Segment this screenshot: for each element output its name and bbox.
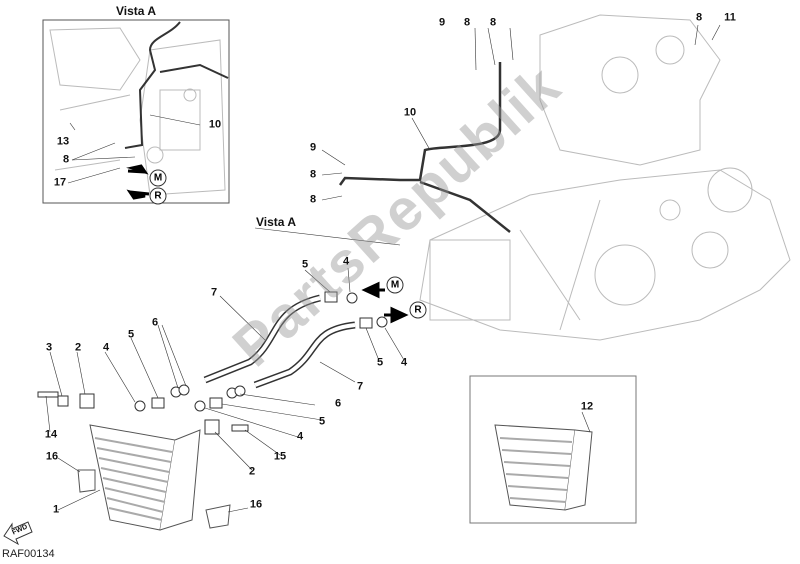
callout-4-right: 4 xyxy=(296,430,304,443)
callout-10-inset: 10 xyxy=(208,118,222,131)
inset-mark-r: R xyxy=(149,187,167,205)
callout-5: 5 xyxy=(127,328,135,341)
diagram-code: RAF00134 xyxy=(2,548,55,560)
oil-pipe-branch xyxy=(419,180,511,233)
callout-9: 9 xyxy=(309,141,317,154)
inset-mark-m: M xyxy=(149,169,167,187)
leader-lines xyxy=(45,24,721,513)
inset-pipe xyxy=(124,21,229,149)
fwd-arrow-icon xyxy=(3,521,33,546)
inset-leaders xyxy=(67,114,201,184)
callout-16-left: 16 xyxy=(45,450,59,463)
callout-8-top-b: 8 xyxy=(489,16,497,29)
callout-13: 13 xyxy=(56,135,70,148)
mark-r: R xyxy=(409,301,427,319)
callout-17: 17 xyxy=(53,176,67,189)
callout-10: 10 xyxy=(403,106,417,119)
inset-arrow-m-icon xyxy=(126,164,149,175)
callout-14: 14 xyxy=(44,428,58,441)
lower-hose-inner xyxy=(254,323,356,387)
callout-5-right: 5 xyxy=(318,415,326,428)
alt-cooler-fins xyxy=(499,437,573,503)
rubber-grommet-left xyxy=(77,469,96,493)
callout-4-upper: 4 xyxy=(342,255,350,268)
callout-2: 2 xyxy=(74,341,82,354)
callout-7-lower: 7 xyxy=(356,380,364,393)
arrow-m-icon xyxy=(361,281,385,299)
callout-5-upper: 5 xyxy=(301,258,309,271)
callout-15: 15 xyxy=(273,450,287,463)
callout-8-top-a: 8 xyxy=(463,16,471,29)
inset-view-frame xyxy=(42,19,230,204)
callout-16-right: 16 xyxy=(249,498,263,511)
mark-m: M xyxy=(386,276,404,294)
callout-6-right: 6 xyxy=(334,397,342,410)
oil-pipe xyxy=(338,62,502,186)
callout-3: 3 xyxy=(45,341,53,354)
callout-8-b: 8 xyxy=(309,193,317,206)
callout-11: 11 xyxy=(724,11,736,24)
upper-hose-inner xyxy=(204,296,321,382)
inset-title: Vista A xyxy=(115,4,157,18)
arrow-r-icon xyxy=(384,306,409,324)
callout-8-top-c: 8 xyxy=(695,11,703,24)
alt-cooler-frame xyxy=(469,375,637,524)
callout-4: 4 xyxy=(102,341,110,354)
fittings xyxy=(37,291,388,435)
callout-4-lower: 4 xyxy=(400,356,408,369)
main-view-callout: Vista A xyxy=(255,215,297,229)
rubber-grommet-right xyxy=(205,504,231,529)
callout-8-a: 8 xyxy=(309,168,317,181)
callout-6: 6 xyxy=(151,316,159,329)
callout-5-lower: 5 xyxy=(376,356,384,369)
callout-9-top: 9 xyxy=(438,16,446,29)
callout-1: 1 xyxy=(52,503,60,516)
oil-cooler-fins xyxy=(94,437,173,521)
engine-block-sketch xyxy=(419,14,791,341)
callout-7-upper: 7 xyxy=(210,286,218,299)
callout-2-right: 2 xyxy=(248,465,256,478)
callout-12: 12 xyxy=(580,400,594,413)
inset-arrow-r-icon xyxy=(126,189,150,200)
callout-8-inset: 8 xyxy=(62,153,70,166)
